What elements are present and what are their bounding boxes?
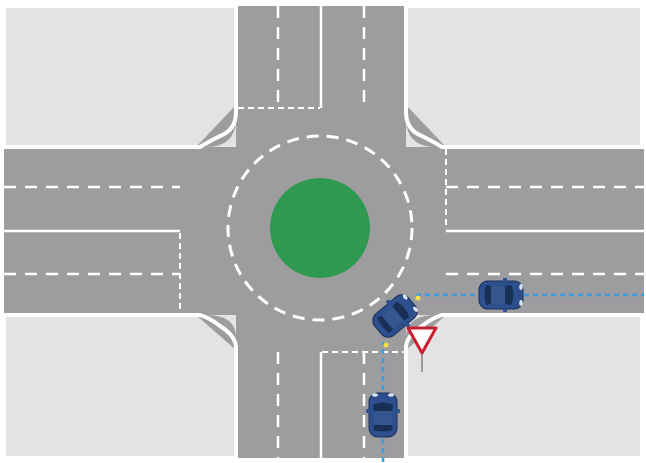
car-south-approach — [365, 392, 401, 438]
roundabout-island — [270, 178, 370, 278]
lane-markings — [4, 6, 644, 458]
indicator-light-icon — [383, 295, 421, 348]
road-surface — [4, 6, 644, 458]
road-edges — [4, 6, 644, 458]
roundabout-lane-ring — [226, 134, 414, 322]
vehicle-paths — [381, 293, 644, 462]
yield-sign-icon — [406, 326, 438, 372]
car-east-road — [478, 277, 524, 313]
